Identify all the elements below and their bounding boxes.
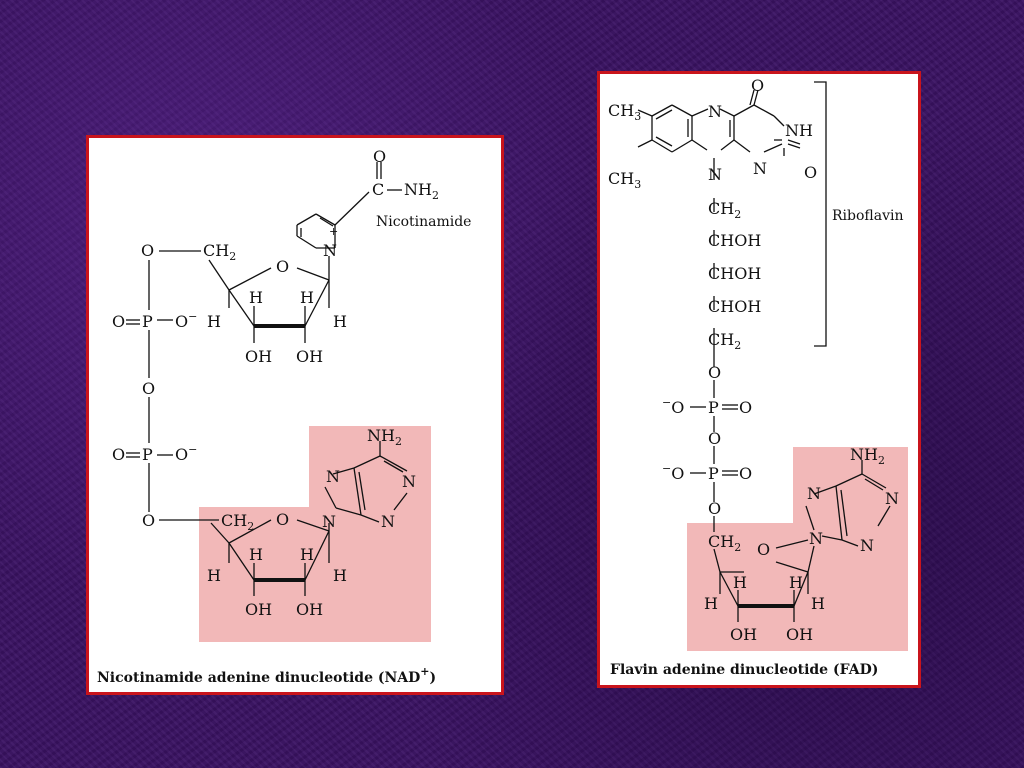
ribose-h-label: H bbox=[249, 545, 263, 564]
isoalloxazine-n-label: N bbox=[708, 102, 722, 121]
ribose-h-label: H bbox=[249, 288, 263, 307]
hydroxyl-label: OH bbox=[245, 347, 272, 366]
adenine-n-label: N bbox=[860, 536, 874, 555]
methyl-label: CH3 bbox=[608, 101, 641, 123]
adenine-n-label: N bbox=[807, 484, 821, 503]
phosphate-o-minus-label: −O bbox=[662, 396, 684, 417]
phosphoryl-o-label: O bbox=[739, 464, 752, 483]
ribose-ring-o-label: O bbox=[276, 510, 289, 529]
nad-panel: O C NH2 Nicotinamide N + O CH2 O H H H H… bbox=[86, 135, 504, 695]
fad-structure: CH3 CH3 N N N NH O O CH2 CHOH CHOH CHOH … bbox=[608, 76, 904, 678]
ribose-h-label: H bbox=[811, 594, 825, 613]
adenine-n-label: N bbox=[381, 512, 395, 531]
phosphorus-label: P bbox=[708, 464, 719, 483]
ribose-h-label: H bbox=[207, 566, 221, 585]
phosphorus-label: P bbox=[142, 445, 153, 464]
phosphorus-label: P bbox=[708, 398, 719, 417]
fad-labels: CH3 CH3 N N N NH O O CH2 CHOH CHOH CHOH … bbox=[608, 76, 904, 644]
adenine-nh2-label: NH2 bbox=[367, 426, 402, 448]
hydroxyl-label: OH bbox=[296, 347, 323, 366]
adenine-nh2-label: NH2 bbox=[850, 445, 885, 467]
adenosine-highlight-lower bbox=[687, 523, 908, 651]
adenosine-highlight-lower bbox=[199, 507, 431, 642]
adenine-n-label: N bbox=[326, 467, 340, 486]
pyridinium-n-label: N bbox=[323, 241, 337, 260]
isoalloxazine-n10-label: N bbox=[708, 165, 722, 184]
adenosine-highlight-upper bbox=[309, 426, 431, 519]
fad-panel: CH3 CH3 N N N NH O O CH2 CHOH CHOH CHOH … bbox=[597, 71, 921, 688]
hydroxyl-label: OH bbox=[296, 600, 323, 619]
phosphate-o-minus-label: O− bbox=[175, 443, 197, 464]
ribose-ring-o-label: O bbox=[757, 540, 770, 559]
bridging-o-label: O bbox=[708, 429, 721, 448]
adenine-n9-label: N bbox=[322, 512, 336, 531]
adenine-n9-label: N bbox=[809, 529, 823, 548]
hydroxyl-label: OH bbox=[730, 625, 757, 644]
phosphate-o-minus-label: −O bbox=[662, 462, 684, 483]
fad-caption: Flavin adenine dinucleotide (FAD) bbox=[610, 662, 878, 678]
nad-structure: O C NH2 Nicotinamide N + O CH2 O H H H H… bbox=[97, 147, 471, 686]
fad-bonds bbox=[637, 81, 891, 622]
phosphate-o-minus-label: O− bbox=[175, 310, 197, 331]
ester-o-label: O bbox=[141, 241, 154, 260]
ribose-h-label: H bbox=[733, 573, 747, 592]
ribose-h-label: H bbox=[300, 545, 314, 564]
ribose-h-label: H bbox=[333, 312, 347, 331]
ribose-ring-o-label: O bbox=[276, 257, 289, 276]
positive-charge-label: + bbox=[329, 225, 338, 238]
isoalloxazine-n-label: N bbox=[753, 159, 767, 178]
riboflavin-label: Riboflavin bbox=[832, 208, 904, 224]
chohl-label: CHOH bbox=[708, 264, 761, 283]
ch2-label: CH2 bbox=[708, 532, 741, 554]
adenine-n-label: N bbox=[402, 472, 416, 491]
phosphoryl-o-label: O bbox=[739, 398, 752, 417]
amide-c-label: C bbox=[372, 180, 384, 199]
ch2-label: CH2 bbox=[221, 511, 254, 533]
ribose-h-label: H bbox=[789, 573, 803, 592]
carbonyl-o-label: O bbox=[751, 76, 764, 95]
methyl-label: CH3 bbox=[608, 169, 641, 191]
adenine-n-label: N bbox=[885, 489, 899, 508]
imide-nh-label: NH bbox=[785, 121, 813, 140]
ch2-label: CH2 bbox=[708, 330, 741, 352]
phosphoryl-o-label: O bbox=[112, 445, 125, 464]
ribose-h-label: H bbox=[333, 566, 347, 585]
ch2-label: CH2 bbox=[203, 241, 236, 263]
nicotinamide-label: Nicotinamide bbox=[376, 214, 471, 230]
nad-bonds bbox=[126, 162, 408, 596]
ester-o-label: O bbox=[708, 499, 721, 518]
ribose-h-label: H bbox=[300, 288, 314, 307]
hydroxyl-label: OH bbox=[786, 625, 813, 644]
phosphorus-label: P bbox=[142, 312, 153, 331]
phosphoryl-o-label: O bbox=[112, 312, 125, 331]
ester-o-label: O bbox=[708, 363, 721, 382]
carbonyl-o-label: O bbox=[373, 147, 386, 166]
ribose-h-label: H bbox=[207, 312, 221, 331]
ch2-label: CH2 bbox=[708, 199, 741, 221]
ester-o-label: O bbox=[142, 511, 155, 530]
amide-nh2-label: NH2 bbox=[404, 180, 439, 202]
carbonyl-o-label: O bbox=[804, 163, 817, 182]
ribose-h-label: H bbox=[704, 594, 718, 613]
chohl-label: CHOH bbox=[708, 297, 761, 316]
nad-labels: O C NH2 Nicotinamide N + O CH2 O H H H H… bbox=[112, 147, 471, 619]
hydroxyl-label: OH bbox=[245, 600, 272, 619]
adenosine-highlight-upper bbox=[793, 447, 908, 537]
nad-caption: Nicotinamide adenine dinucleotide (NAD+) bbox=[97, 665, 436, 686]
chohl-label: CHOH bbox=[708, 231, 761, 250]
bridging-o-label: O bbox=[142, 379, 155, 398]
